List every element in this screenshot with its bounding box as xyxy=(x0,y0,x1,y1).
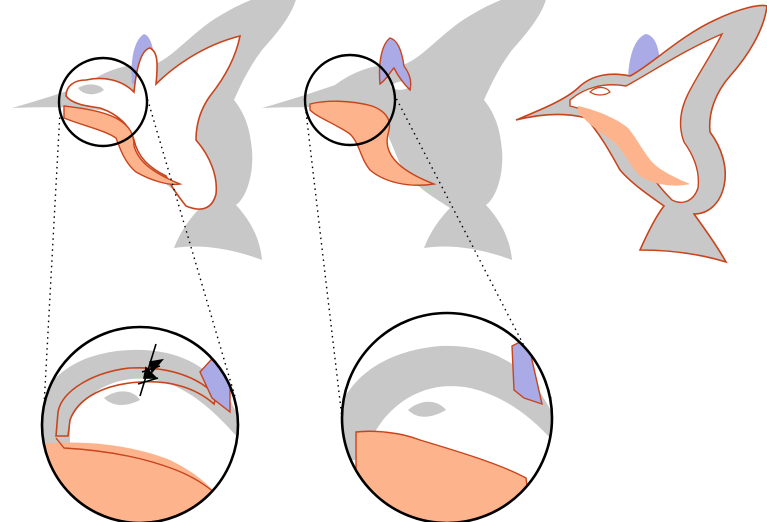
panel-2-magnifier-circle xyxy=(303,53,397,147)
width-arrows xyxy=(137,343,164,397)
panel-3-orange-fill xyxy=(578,106,690,186)
panel-2 xyxy=(262,0,548,260)
magnifier-2 xyxy=(340,311,554,522)
panel-1-orange-fill xyxy=(63,105,183,186)
panel-2-silhouette xyxy=(262,0,548,260)
panel-2-orange-fill xyxy=(309,100,437,186)
panel-1-red-outline xyxy=(65,34,242,210)
panel-1-magnifier-circle xyxy=(57,56,149,148)
panel-2-lavender-fill xyxy=(378,37,412,92)
panel-1 xyxy=(12,0,298,260)
panel-3-eye xyxy=(589,86,611,96)
panel-3 xyxy=(515,4,767,264)
panel-1-eye xyxy=(78,84,104,95)
magnifier-1 xyxy=(40,325,240,522)
